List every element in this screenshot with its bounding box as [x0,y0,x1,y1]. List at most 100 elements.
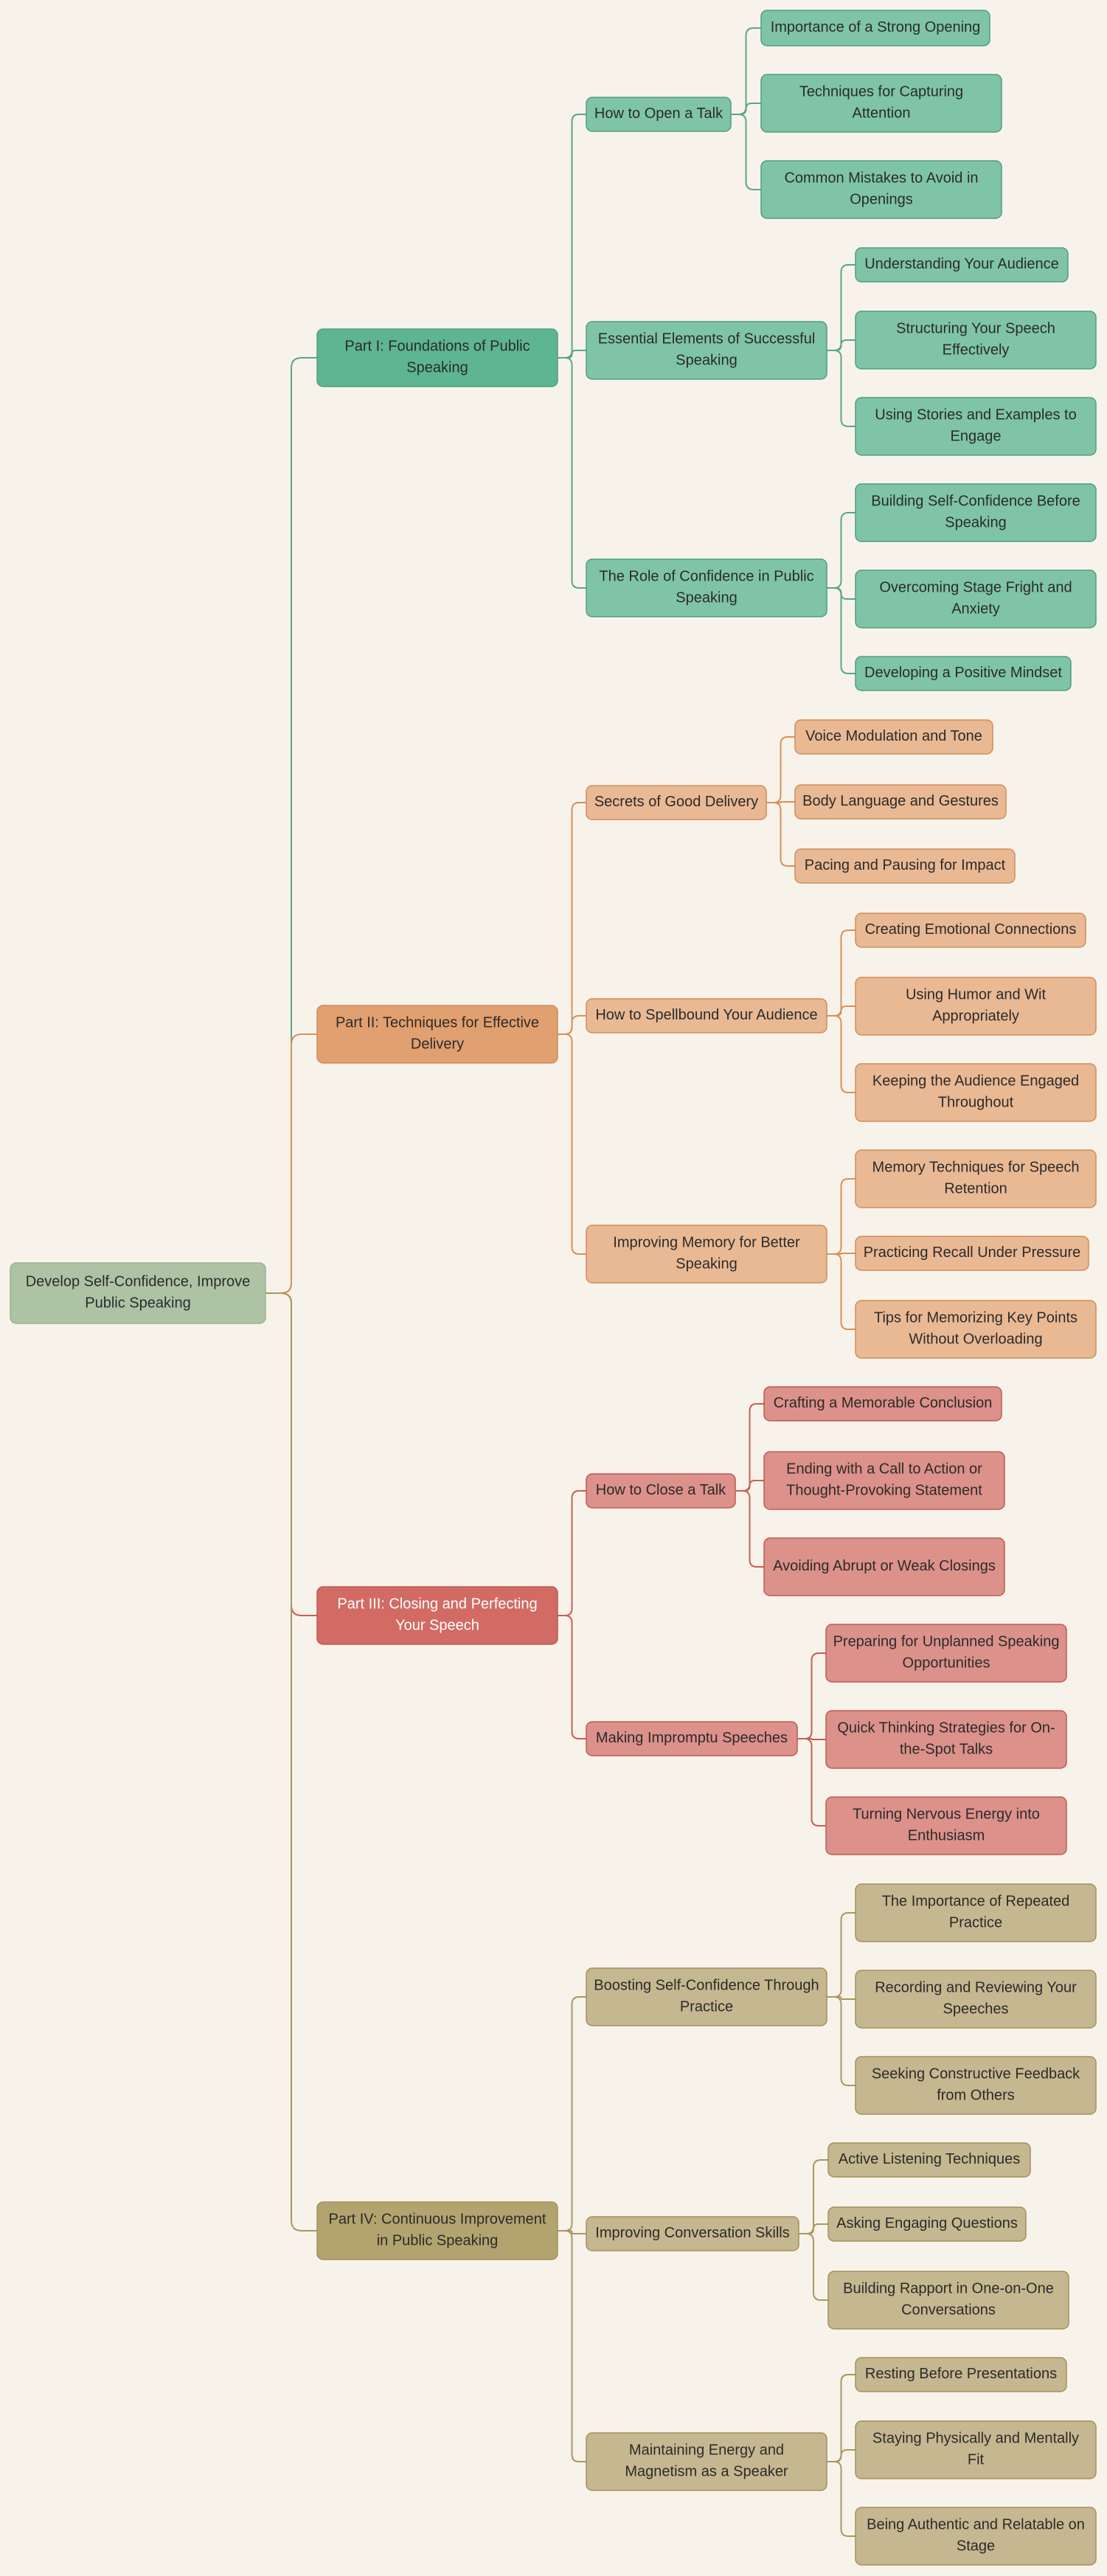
leaf-node-overcoming-stage-fright-and-anxiety-box[interactable] [855,569,1097,629]
leaf-node-body-language-and-gestures[interactable]: Body Language and Gestures [794,784,1007,820]
leaf-node-voice-modulation-and-tone[interactable]: Voice Modulation and Tone [794,719,993,755]
topic-node-essential-elements-of-successful-speaking-box[interactable] [586,321,827,380]
part-node-4-box[interactable] [316,2201,558,2260]
leaf-node-common-mistakes-to-avoid-in-openings-box[interactable] [760,160,1002,219]
leaf-node-crafting-a-memorable-conclusion-box[interactable] [763,1386,1002,1422]
leaf-node-body-language-and-gestures-box[interactable] [794,784,1007,820]
leaf-node-the-importance-of-repeated-practice-box[interactable] [855,1883,1097,1942]
topic-node-improving-memory-for-better-speaking-box[interactable] [586,1225,827,1284]
part-node-2-box[interactable] [316,1005,558,1064]
topic-node-how-to-close-a-talk-box[interactable] [586,1473,736,1509]
topic-node-maintaining-energy-and-magnetism-as-a-speaker-box[interactable] [586,2432,827,2491]
leaf-node-avoiding-abrupt-or-weak-closings-box[interactable] [763,1537,1005,1596]
topic-node-how-to-spellbound-your-audience-box[interactable] [586,998,827,1033]
leaf-node-developing-a-positive-mindset-box[interactable] [855,656,1072,691]
leaf-node-using-humor-and-wit-appropriately-box[interactable] [855,977,1097,1036]
root-node-box[interactable] [10,1262,266,1324]
leaf-node-importance-of-a-strong-opening[interactable]: Importance of a Strong Opening [760,10,990,46]
leaf-node-building-rapport-in-one-on-one-conversations-box[interactable] [827,2271,1069,2330]
topic-node-the-role-of-confidence-in-public-speaking-box[interactable] [586,558,827,617]
leaf-node-crafting-a-memorable-conclusion[interactable]: Crafting a Memorable Conclusion [763,1386,1002,1422]
leaf-node-turning-nervous-energy-into-enthusiasm-box[interactable] [825,1796,1067,1855]
leaf-node-staying-physically-and-mentally-fit-box[interactable] [855,2420,1097,2479]
leaf-node-recording-and-reviewing-your-speeches-box[interactable] [855,1970,1097,2029]
leaf-node-quick-thinking-strategies-for-on-the-spot-talks[interactable]: Quick Thinking Strategies for On-the-Spo… [825,1710,1067,1769]
leaf-node-voice-modulation-and-tone-box[interactable] [794,719,993,755]
leaf-node-understanding-your-audience[interactable]: Understanding Your Audience [855,247,1069,283]
topic-node-making-impromptu-speeches-box[interactable] [586,1721,798,1756]
leaf-node-using-stories-and-examples-to-engage-box[interactable] [855,397,1097,456]
leaf-node-structuring-your-speech-effectively-box[interactable] [855,311,1097,370]
topic-node-secrets-of-good-delivery-box[interactable] [586,785,767,820]
leaf-node-techniques-for-capturing-attention-box[interactable] [760,74,1002,133]
leaf-node-developing-a-positive-mindset[interactable]: Developing a Positive Mindset [855,656,1072,691]
leaf-node-practicing-recall-under-pressure[interactable]: Practicing Recall Under Pressure [855,1236,1089,1271]
leaf-node-creating-emotional-connections[interactable]: Creating Emotional Connections [855,913,1086,948]
leaf-node-pacing-and-pausing-for-impact-box[interactable] [794,848,1016,884]
leaf-node-asking-engaging-questions-box[interactable] [827,2206,1027,2242]
leaf-node-seeking-constructive-feedback-from-others-box[interactable] [855,2056,1097,2115]
topic-node-secrets-of-good-delivery[interactable]: Secrets of Good Delivery [586,785,767,820]
part-node-3-box[interactable] [316,1586,558,1645]
leaf-node-being-authentic-and-relatable-on-stage-box[interactable] [855,2507,1097,2566]
part-node-1-box[interactable] [316,328,558,387]
leaf-node-active-listening-techniques[interactable]: Active Listening Techniques [827,2142,1031,2178]
leaf-node-understanding-your-audience-box[interactable] [855,247,1069,283]
leaf-node-preparing-for-unplanned-speaking-opportunities-box[interactable] [825,1624,1067,1683]
topic-node-how-to-open-a-talk-box[interactable] [586,97,732,132]
leaf-node-ending-with-a-call-to-action-or-thought-provokin-box[interactable] [763,1451,1005,1510]
leaf-node-resting-before-presentations-box[interactable] [855,2357,1067,2392]
leaf-node-memory-techniques-for-speech-retention-box[interactable] [855,1149,1097,1208]
topic-node-how-to-spellbound-your-audience[interactable]: How to Spellbound Your Audience [586,998,827,1033]
topic-node-how-to-close-a-talk[interactable]: How to Close a Talk [586,1473,736,1509]
leaf-node-avoiding-abrupt-or-weak-closings[interactable]: Avoiding Abrupt or Weak Closings [763,1537,1005,1596]
leaf-node-active-listening-techniques-box[interactable] [827,2142,1031,2178]
leaf-node-pacing-and-pausing-for-impact[interactable]: Pacing and Pausing for Impact [794,848,1016,884]
leaf-node-resting-before-presentations[interactable]: Resting Before Presentations [855,2357,1067,2392]
leaf-node-creating-emotional-connections-box[interactable] [855,913,1086,948]
leaf-node-asking-engaging-questions[interactable]: Asking Engaging Questions [827,2206,1027,2242]
leaf-node-practicing-recall-under-pressure-box[interactable] [855,1236,1089,1271]
leaf-node-importance-of-a-strong-opening-box[interactable] [760,10,990,46]
leaf-node-quick-thinking-strategies-for-on-the-spot-talks-box[interactable] [825,1710,1067,1769]
leaf-node-building-self-confidence-before-speaking-box[interactable] [855,483,1097,542]
topic-node-improving-conversation-skills-box[interactable] [586,2216,799,2251]
topic-node-improving-conversation-skills[interactable]: Improving Conversation Skills [586,2216,799,2251]
topic-node-boosting-self-confidence-through-practice-box[interactable] [586,1967,827,2026]
topic-node-making-impromptu-speeches[interactable]: Making Impromptu Speeches [586,1721,798,1756]
leaf-node-tips-for-memorizing-key-points-without-overloadi-box[interactable] [855,1300,1097,1359]
topic-node-how-to-open-a-talk[interactable]: How to Open a Talk [586,97,732,132]
leaf-node-keeping-the-audience-engaged-throughout-box[interactable] [855,1063,1097,1122]
